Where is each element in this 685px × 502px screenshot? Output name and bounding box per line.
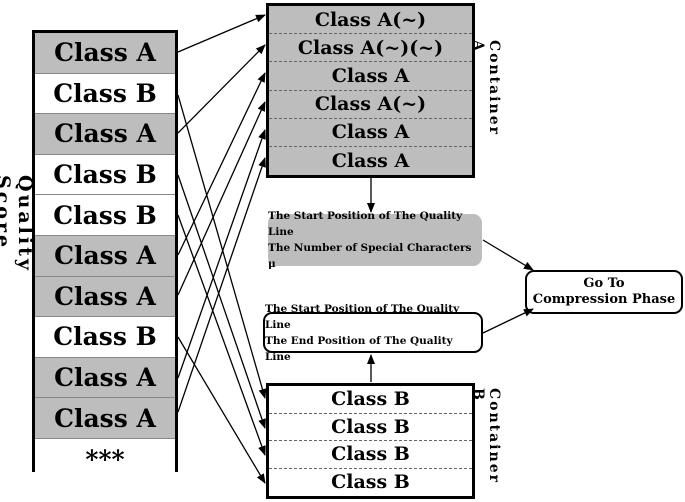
- container-a-cell: Class A(~): [269, 90, 472, 119]
- container-b-info-box: The Start Position of The Quality Line T…: [263, 303, 483, 363]
- quality-cell: Class A: [35, 235, 175, 277]
- container-b-cell: Class B: [269, 386, 472, 414]
- arrow-a4: [177, 101, 266, 296]
- quality-score-column: Class A Class B Class A Class B Class B …: [32, 30, 178, 480]
- arrow-a5: [177, 129, 266, 379]
- info-b-line-1: The Start Position of The Quality Line: [265, 302, 460, 331]
- info-b-line-2: The End Position of The Quality Line: [265, 334, 453, 363]
- arrow-b4: [177, 336, 266, 484]
- container-a-cell: Class A: [269, 118, 472, 147]
- go-line-1: Go To: [583, 276, 625, 291]
- info-a-line-1: The Start Position of The Quality Line: [268, 210, 463, 238]
- go-to-compression-box: Go To Compression Phase: [525, 270, 683, 314]
- quality-cell-ellipsis: ***: [35, 438, 175, 480]
- arrow-b3: [177, 214, 266, 456]
- quality-cell: Class A: [35, 276, 175, 318]
- arrow-b1: [177, 94, 267, 399]
- container-a-info-box: The Start Position of The Quality Line T…: [268, 210, 482, 270]
- quality-cell: Class A: [35, 33, 175, 74]
- quality-cell: Class B: [35, 154, 175, 196]
- container-b: Class B Class B Class B Class B: [266, 383, 475, 499]
- arrow-a6: [177, 157, 266, 413]
- arrow-b2: [177, 174, 266, 429]
- container-b-cell: Class B: [269, 413, 472, 441]
- container-b-cell: Class B: [269, 441, 472, 469]
- arrow-a3: [177, 72, 266, 256]
- quality-cell: Class A: [35, 357, 175, 399]
- arrow-a1: [177, 14, 266, 53]
- quality-cell: Class A: [35, 114, 175, 155]
- quality-cell: Class B: [35, 317, 175, 358]
- quality-cell: Class B: [35, 195, 175, 236]
- container-a-cell: Class A(~): [269, 6, 472, 35]
- arrow-a2: [177, 44, 266, 134]
- quality-cell: Class A: [35, 398, 175, 439]
- container-a-cell: Class A: [269, 62, 472, 91]
- container-a: Class A(~) Class A(~)(~) Class A Class A…: [266, 3, 475, 178]
- container-a-cell: Class A: [269, 146, 472, 176]
- container-b-cell: Class B: [269, 468, 472, 496]
- go-line-2: Compression Phase: [532, 292, 676, 307]
- info-a-line-2: The Number of Special Characters μ: [268, 242, 472, 270]
- arrow-info-a-to-go: [482, 239, 534, 271]
- arrow-info-b-to-go: [482, 308, 534, 334]
- quality-cell: Class B: [35, 73, 175, 115]
- container-a-cell: Class A(~)(~): [269, 34, 472, 63]
